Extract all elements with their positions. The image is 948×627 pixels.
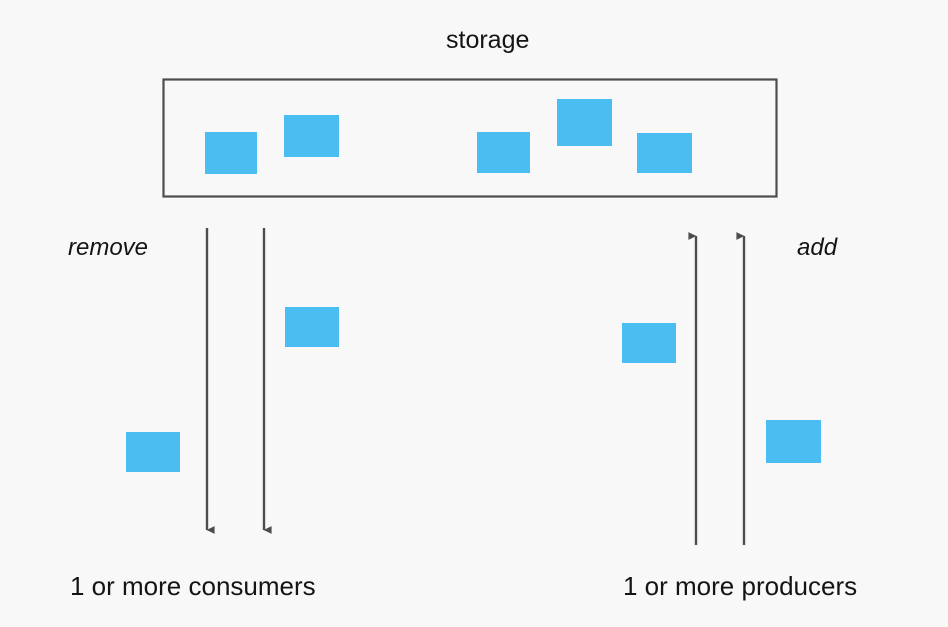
transit-item-producer-far [766,420,821,463]
add-flow-label: add [797,234,838,261]
storage-item-4 [557,99,612,146]
storage-item-1 [205,132,257,174]
consumers-label: 1 or more consumers [70,571,316,601]
transit-item-consumer-far [126,432,180,472]
storage-box [162,78,778,198]
transit-item-consumer-near [285,307,339,347]
storage-item-3 [477,132,530,173]
transit-item-producer-near [622,323,676,363]
storage-title: storage [446,26,530,54]
storage-item-2 [284,115,339,157]
remove-flow-label: remove [68,234,149,261]
producers-label: 1 or more producers [623,571,858,601]
storage-item-5 [637,133,692,173]
